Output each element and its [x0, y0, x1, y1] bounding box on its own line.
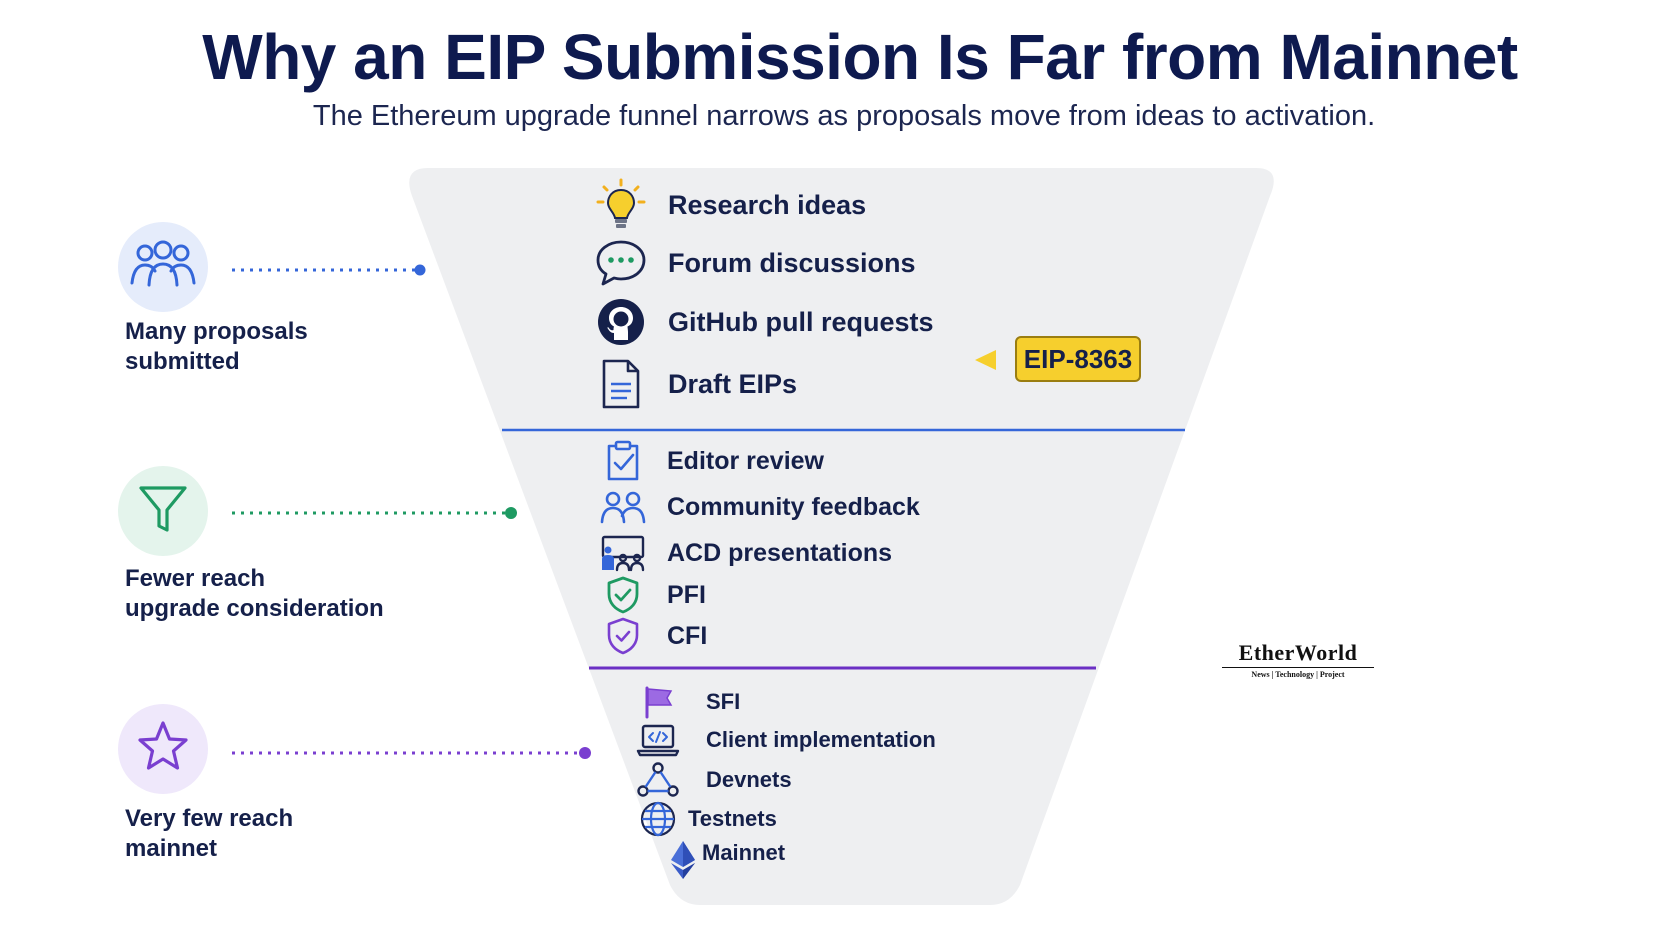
logo-name: EtherWorld [1222, 640, 1374, 668]
funnel-icon [136, 482, 190, 541]
item-label: ACD presentations [667, 538, 893, 567]
network-icon [636, 762, 680, 798]
item-label: GitHub pull requests [668, 306, 934, 337]
item-label: PFI [667, 580, 706, 609]
stage-1-circle [118, 222, 208, 312]
item-label: Community feedback [667, 492, 920, 521]
etherworld-logo: EtherWorld News | Technology | Project [1222, 640, 1374, 679]
people-icon [599, 490, 647, 524]
stage-1-label: Many proposals submitted [125, 318, 308, 375]
pointer-arrow-icon [975, 350, 996, 370]
funnel-item-forum-discussions: Forum discussions [594, 238, 916, 288]
item-label: Testnets [688, 806, 777, 831]
globe-icon [636, 800, 680, 838]
chat-bubble-icon [594, 238, 648, 288]
clipboard-check-icon [599, 440, 647, 482]
logo-tagline: News | Technology | Project [1251, 670, 1345, 679]
item-label: CFI [667, 621, 708, 650]
funnel-item-devnets: Devnets [636, 762, 792, 798]
funnel-item-github-pull-requests: GitHub pull requests [594, 298, 934, 346]
item-label: Draft EIPs [668, 368, 798, 399]
funnel-item-testnets: Testnets [636, 800, 777, 838]
star-icon [135, 719, 191, 780]
funnel-item-cfi: CFI [599, 616, 707, 656]
connector-dot-stage-2 [505, 507, 517, 519]
connector-dot-stage-3 [579, 747, 591, 759]
funnel-item-community-feedback: Community feedback [599, 490, 920, 524]
flag-icon [636, 685, 680, 719]
funnel-item-sfi: SFI [636, 685, 740, 719]
funnel-item-draft-eips: Draft EIPs [594, 358, 797, 410]
stage-3-circle [118, 704, 208, 794]
item-label: Mainnet [702, 840, 786, 865]
funnel-item-pfi: PFI [599, 575, 706, 615]
item-label: Research ideas [668, 189, 867, 220]
shield-check-green-icon [599, 575, 647, 615]
stage-3-label: Very few reach mainnet [125, 805, 294, 862]
page-subtitle: The Ethereum upgrade funnel narrows as p… [312, 100, 1376, 132]
github-icon [594, 298, 648, 346]
page-title: Why an EIP Submission Is Far from Mainne… [202, 21, 1518, 93]
laptop-code-icon [636, 723, 680, 757]
item-label: Forum discussions [668, 247, 916, 278]
lightbulb-icon [594, 178, 648, 232]
document-icon [594, 358, 648, 410]
ethereum-icon [668, 840, 698, 880]
people-group-icon [128, 239, 198, 296]
item-label: Client implementation [706, 727, 936, 752]
item-label: SFI [706, 689, 741, 714]
stage-2-circle [118, 466, 208, 556]
shield-check-purple-icon [599, 616, 647, 656]
connector-dot-stage-1 [414, 264, 426, 276]
funnel-item-editor-review: Editor review [599, 440, 824, 482]
funnel-item-mainnet: Mainnet [668, 840, 785, 880]
eip-badge: EIP-8363 [1015, 336, 1141, 382]
item-label: Editor review [667, 446, 824, 475]
stage-2-label: Fewer reach upgrade consideration [125, 565, 384, 622]
item-label: Devnets [706, 767, 792, 792]
funnel-item-client-implementation: Client implementation [636, 723, 936, 757]
funnel-item-acd-presentations: ACD presentations [599, 534, 892, 572]
funnel-item-research-ideas: Research ideas [594, 178, 866, 232]
presentation-icon [599, 534, 647, 572]
